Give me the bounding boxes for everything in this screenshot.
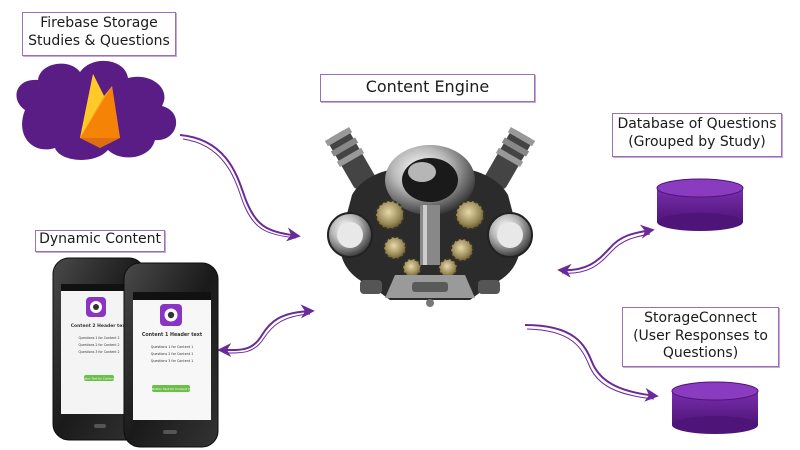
storage-connect-label: StorageConnect (User Responses to Questi… (622, 307, 779, 367)
arrow-firebase-to-engine (179, 134, 301, 242)
engine-icon (324, 127, 536, 307)
phone-back-q1: Questions 1 for Content 2 (78, 336, 119, 340)
phone-front-q1: Questions 1 for Content 1 (151, 345, 194, 349)
phone-front-header: Content 1 Header text (142, 332, 203, 338)
phone-front-q3: Questions 3 for Content 1 (151, 359, 194, 363)
phone-back-q3: Questions 3 for Content 2 (78, 350, 119, 354)
phone-front (123, 262, 219, 448)
phone-front-q2: Questions 2 for Content 1 (151, 352, 194, 356)
database-of-questions-label: Database of Questions (Grouped by Study) (612, 113, 782, 157)
firebase-storage-label: Firebase Storage Studies & Questions (22, 12, 176, 56)
storage-cylinder-icon (671, 381, 759, 434)
arrow-engine-database (557, 224, 655, 278)
database-cylinder-icon (656, 178, 744, 231)
arrow-engine-phones (217, 304, 315, 358)
phone-back (52, 257, 146, 441)
phone-back-button: Button Text for Content 2 (81, 377, 117, 381)
content-engine-label: Content Engine (320, 74, 535, 102)
phone-back-q2: Questions 2 for Content 2 (78, 343, 119, 347)
phone-front-button: Button Text for Content 1 (152, 387, 190, 391)
firebase-icon (80, 74, 120, 148)
dynamic-content-label: Dynamic Content (35, 230, 165, 252)
arrow-engine-to-storage (524, 324, 659, 402)
phone-back-header: Content 2 Header text (71, 323, 128, 329)
